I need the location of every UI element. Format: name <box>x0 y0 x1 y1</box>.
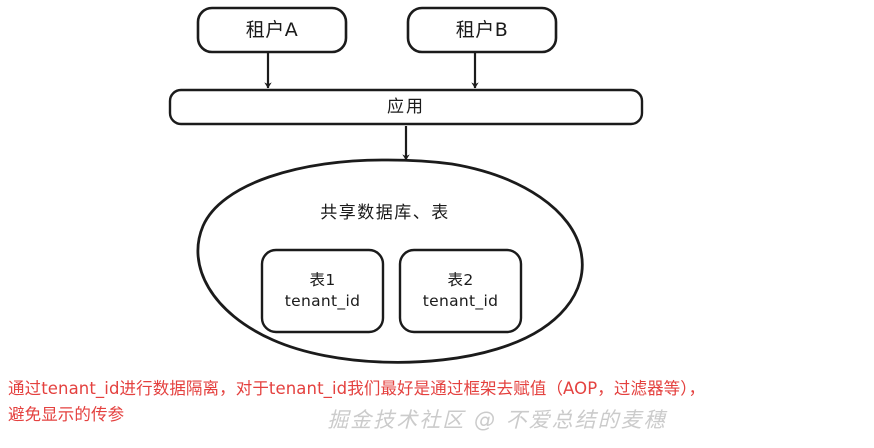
caption-text: 通过tenant_id进行数据隔离，对于tenant_id我们最好是通过框架去赋… <box>8 376 874 427</box>
shared-database-ellipse <box>196 158 584 364</box>
table2-box <box>398 248 523 334</box>
caption-line-2: 避免显示的传参 <box>8 404 125 424</box>
application-box <box>168 88 644 126</box>
caption-line-1: 通过tenant_id进行数据隔离，对于tenant_id我们最好是通过框架去赋… <box>8 379 706 398</box>
tenant-a-box <box>196 6 348 54</box>
table1-box <box>260 248 385 334</box>
tenant-b-box <box>406 6 558 54</box>
